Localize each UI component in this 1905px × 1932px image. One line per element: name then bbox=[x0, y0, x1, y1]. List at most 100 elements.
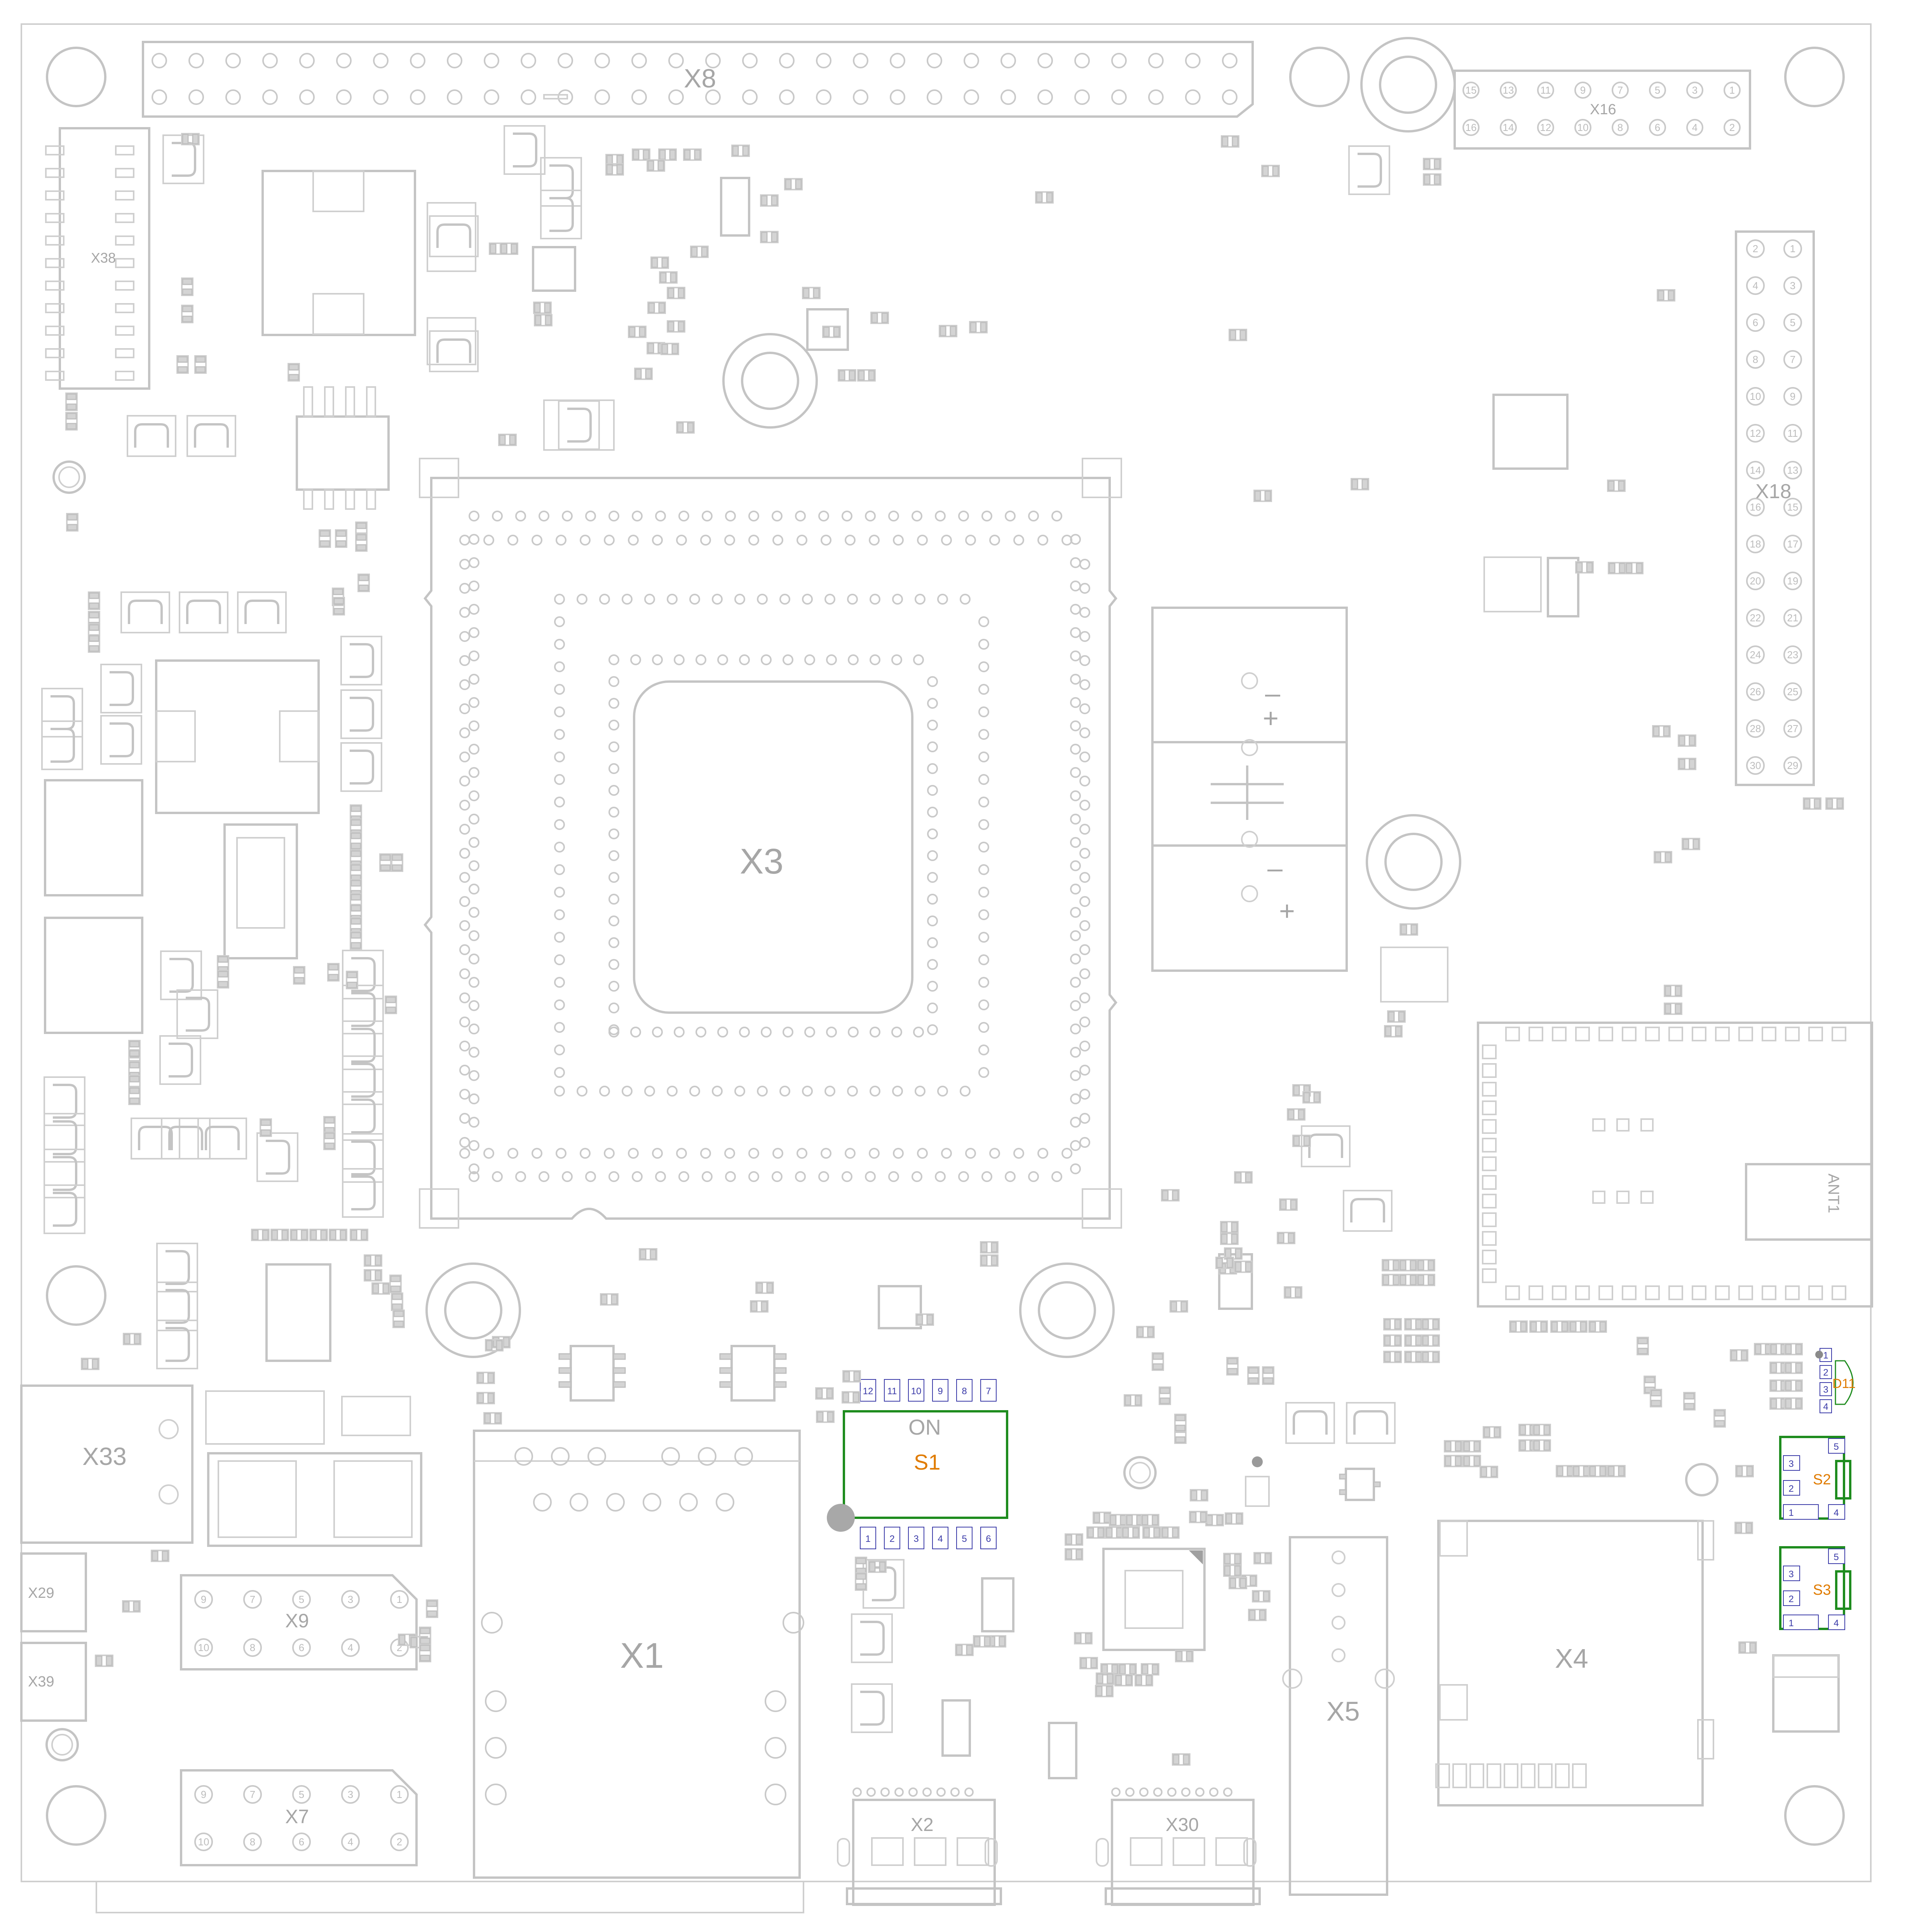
resistor bbox=[760, 194, 779, 207]
x18-pin bbox=[1746, 498, 1765, 516]
x3-pin bbox=[824, 594, 835, 605]
x3-pin bbox=[1037, 1148, 1048, 1159]
resistor bbox=[290, 1229, 308, 1241]
x3-pin bbox=[772, 1171, 783, 1182]
x3-pin bbox=[1070, 581, 1081, 591]
x3-pin bbox=[554, 887, 565, 898]
x8-pin bbox=[188, 89, 204, 105]
resistor bbox=[634, 368, 653, 380]
usb-pin bbox=[1111, 1787, 1121, 1797]
header-pin bbox=[194, 1833, 213, 1851]
resistor bbox=[1608, 562, 1626, 574]
x3-pin bbox=[848, 1027, 859, 1037]
x3-pin bbox=[978, 706, 989, 717]
x3-pin bbox=[1070, 697, 1081, 708]
x3-label: X3 bbox=[740, 842, 784, 881]
capacitor bbox=[389, 1275, 402, 1293]
x3-pin bbox=[978, 909, 989, 920]
x3-pin bbox=[459, 583, 470, 594]
x8-pin bbox=[594, 53, 610, 68]
x16-pin bbox=[1537, 119, 1554, 136]
x3-pin bbox=[469, 907, 479, 918]
x3-pin bbox=[667, 1086, 678, 1097]
x3-pin bbox=[459, 655, 470, 666]
x8-pin bbox=[1000, 53, 1016, 68]
x8-pin bbox=[779, 89, 795, 105]
x16-pin bbox=[1724, 119, 1741, 136]
x3-pin bbox=[824, 1086, 835, 1097]
resistor bbox=[1277, 1232, 1295, 1244]
x4-pad bbox=[1452, 1763, 1467, 1788]
resistor bbox=[842, 1370, 861, 1383]
capacitor bbox=[65, 412, 78, 431]
resistor bbox=[1223, 1564, 1242, 1577]
x38-pad bbox=[45, 371, 64, 381]
x3-pin bbox=[539, 511, 549, 521]
s1-switch[interactable] bbox=[843, 1410, 1008, 1519]
x9-label: X9 bbox=[285, 1610, 309, 1632]
pin-number: 10 bbox=[1750, 391, 1761, 402]
x3-pin bbox=[1061, 535, 1072, 546]
module-pad bbox=[1645, 1285, 1660, 1300]
x8-pin bbox=[484, 53, 499, 68]
x18-pin bbox=[1783, 535, 1802, 553]
pin-number: 27 bbox=[1787, 723, 1799, 734]
s1-pin bbox=[932, 1527, 948, 1549]
x38-pad bbox=[115, 190, 134, 201]
pin-number: 7 bbox=[250, 1789, 255, 1800]
x3-pin bbox=[554, 797, 565, 807]
s1-pin bbox=[860, 1379, 876, 1402]
x3-pin bbox=[958, 511, 969, 521]
module-pad bbox=[1622, 1027, 1637, 1041]
x3-pin bbox=[469, 1140, 479, 1151]
x8-label: X8 bbox=[684, 64, 716, 93]
x3-pin bbox=[1037, 535, 1048, 546]
x3-pin bbox=[927, 828, 938, 839]
pin-number: 11 bbox=[887, 1386, 897, 1397]
x3-pin bbox=[978, 1022, 989, 1033]
x3-pin bbox=[469, 837, 479, 848]
resistor bbox=[1462, 1455, 1481, 1467]
x3-pin bbox=[978, 797, 989, 807]
pin-number: 16 bbox=[1750, 501, 1761, 513]
x3-pin bbox=[492, 511, 503, 521]
x8-pin bbox=[410, 53, 425, 68]
header-pin bbox=[194, 1638, 213, 1657]
x1-pin bbox=[765, 1784, 786, 1805]
s1-on-label: ON bbox=[908, 1415, 941, 1439]
pin-number: 17 bbox=[1787, 538, 1799, 550]
resistor bbox=[1738, 1641, 1757, 1654]
x8-pin bbox=[484, 89, 499, 105]
switch-pin bbox=[1783, 1615, 1819, 1630]
resistor bbox=[533, 302, 552, 314]
x3-pin bbox=[608, 1024, 619, 1035]
x3-pin bbox=[1070, 930, 1081, 941]
x2-label: X2 bbox=[911, 1815, 934, 1835]
x3-pin bbox=[554, 842, 565, 853]
x3-pin bbox=[1070, 954, 1081, 964]
capacitor bbox=[391, 853, 403, 872]
resistor bbox=[1423, 158, 1441, 170]
x3-pin bbox=[459, 1089, 470, 1100]
pin-number: 24 bbox=[1750, 649, 1761, 661]
capacitor bbox=[323, 1116, 336, 1135]
pin-number: 5 bbox=[1655, 84, 1660, 96]
x3-pin bbox=[1070, 907, 1081, 918]
usb-pin bbox=[1209, 1787, 1218, 1797]
x3-pin bbox=[469, 884, 479, 895]
usb-pin bbox=[1223, 1787, 1232, 1797]
x3-pin bbox=[608, 763, 619, 774]
x3-pin bbox=[748, 511, 759, 521]
x3-pin bbox=[1070, 1047, 1081, 1058]
capacitor bbox=[1683, 1392, 1696, 1411]
switch-pin bbox=[1783, 1566, 1800, 1581]
x3-pin bbox=[689, 594, 700, 605]
pin-number: 2 bbox=[1788, 1594, 1793, 1604]
x3-pin bbox=[927, 785, 938, 796]
module-pad bbox=[1482, 1119, 1497, 1134]
resistor bbox=[1784, 1362, 1803, 1374]
resistor bbox=[1803, 797, 1821, 810]
x16-pin bbox=[1612, 119, 1629, 136]
x8-pin bbox=[262, 89, 278, 105]
usb-tab bbox=[985, 1838, 998, 1867]
